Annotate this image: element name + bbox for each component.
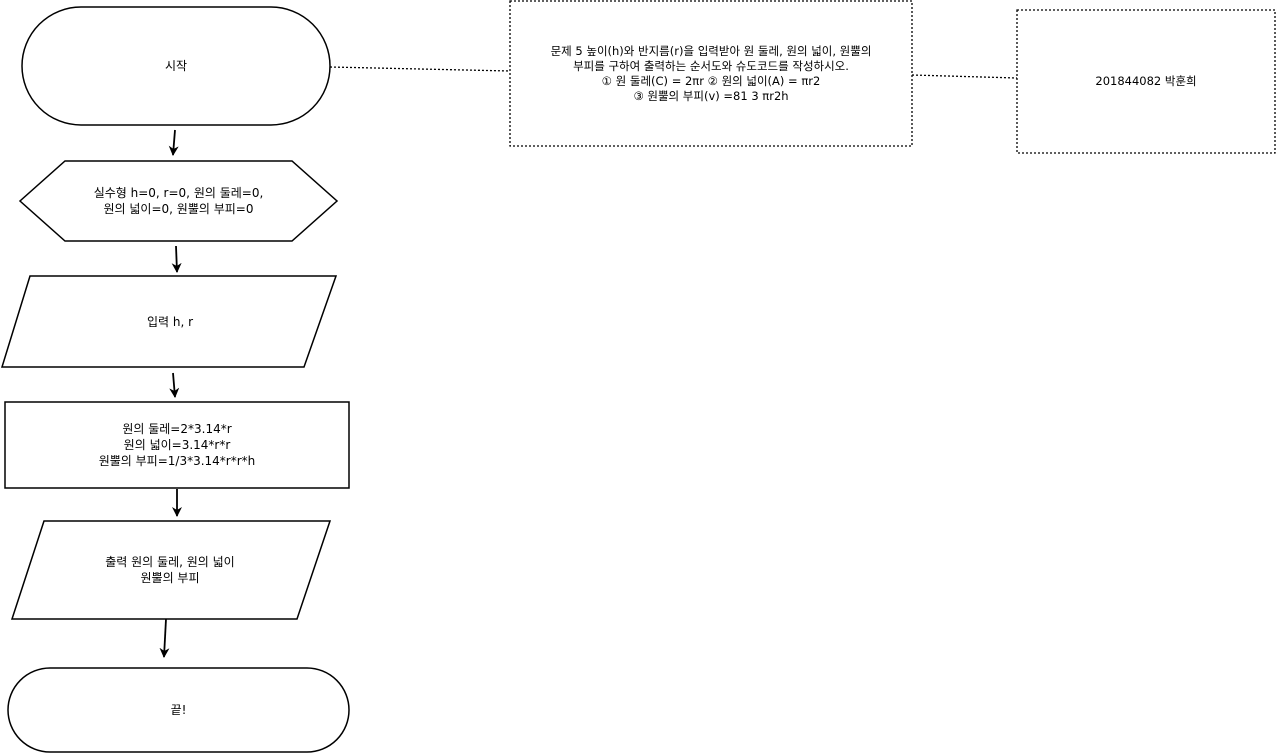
input-label: 입력 h, r — [146, 314, 194, 329]
problem-note-text: 문제 5 높이(h)와 반지름(r)을 입력받아 원 둘레, 원의 넓이, 원뿔… — [550, 44, 872, 103]
end-label: 끝! — [170, 703, 187, 717]
output-parallelogram[interactable] — [10, 520, 332, 620]
start-label: 시작 — [164, 59, 188, 73]
arrow-init-to-input — [171, 245, 182, 273]
start-terminator[interactable] — [21, 6, 331, 126]
arrow-output-to-end — [159, 618, 170, 658]
process-rectangle[interactable] — [4, 401, 350, 489]
init-label: 실수형 h=0, r=0, 원의 둘레=0, 원의 넓이=0, 원뿔의 부피=0 — [93, 186, 264, 216]
connector-start-to-problem — [329, 66, 511, 72]
connector-problem-to-author — [911, 74, 1018, 79]
process-label: 원의 둘레=2*3.14*r 원의 넓이=3.14*r*r 원뿔의 부피=1/3… — [98, 422, 256, 468]
problem-note-box[interactable] — [509, 0, 913, 147]
arrow-input-to-process — [169, 372, 180, 398]
arrow-start-to-init — [168, 129, 179, 156]
input-parallelogram[interactable] — [0, 275, 338, 368]
author-note-box[interactable] — [1016, 9, 1276, 154]
init-preparation[interactable] — [18, 160, 339, 242]
author-note-text: 201844082 박훈희 — [1095, 74, 1197, 88]
end-terminator[interactable] — [7, 667, 350, 753]
output-label: 출력 원의 둘레, 원의 넓이 원뿔의 부피 — [105, 555, 235, 585]
